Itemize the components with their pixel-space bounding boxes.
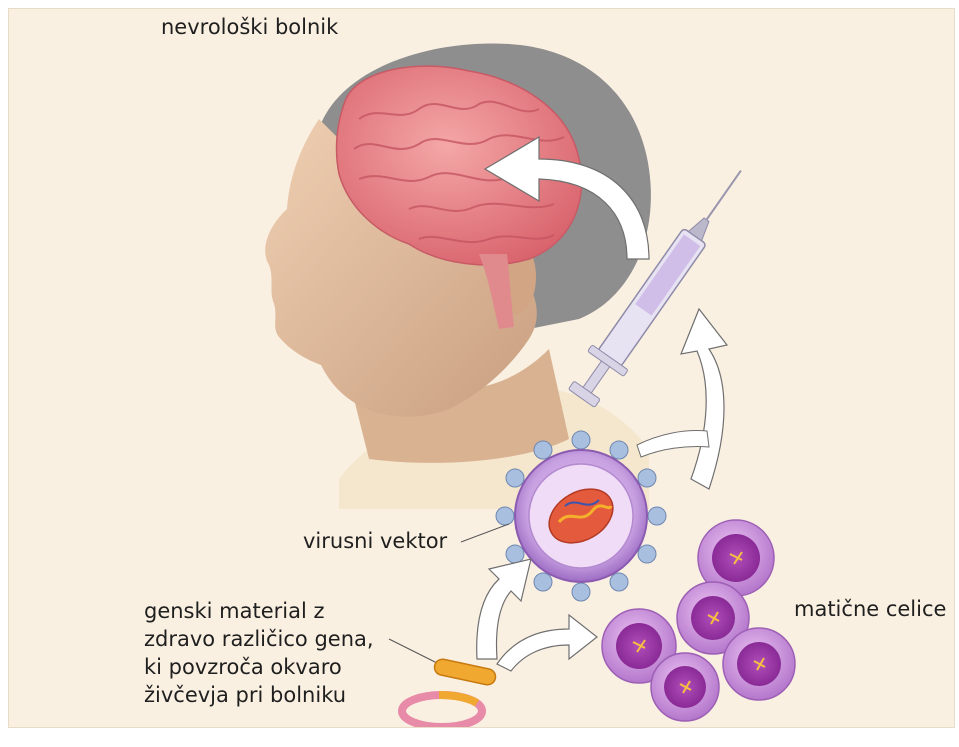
gene-label-leader (389, 639, 439, 664)
virus-vector-label: virusni vektor (303, 527, 447, 555)
virus-label-leader (461, 524, 509, 542)
gene-label-line-3: ki povzroča okvaro (144, 653, 342, 681)
gene-segment-icon (433, 658, 497, 687)
arrow-gene-to-cells (497, 615, 597, 671)
illustration-panel: nevrološki bolnik virusni vektor genski … (8, 8, 955, 728)
gene-label-line-2: zdravo različico gena, (144, 625, 374, 653)
plasmid-gene-segment (439, 695, 477, 703)
stem-cells-label: matične celice (794, 595, 946, 623)
arrow-cells-to-syringe-tail (637, 431, 709, 457)
patient-label: nevrološki bolnik (161, 13, 338, 41)
stem-cell (651, 653, 719, 721)
stem-cell (723, 628, 795, 700)
gene-label-line-1: genski material z (144, 597, 325, 625)
arrow-cells-to-syringe (681, 309, 727, 489)
gene-label-line-4: živčevja pri bolniku (144, 681, 346, 709)
